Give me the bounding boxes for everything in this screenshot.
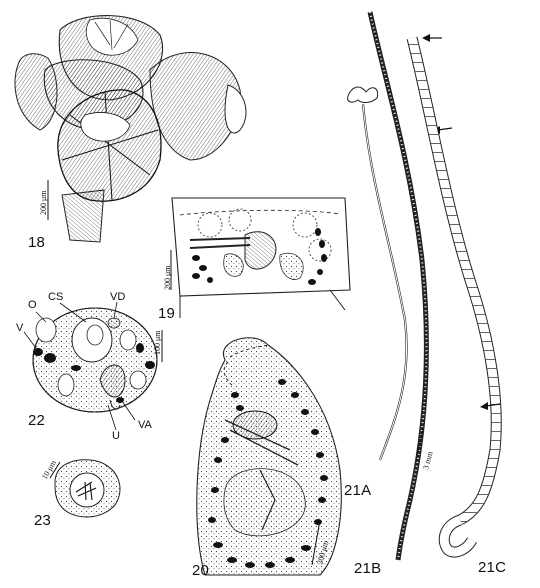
fig22-leader-lines <box>23 301 136 431</box>
fig18-scolex-drawing <box>14 15 247 243</box>
label-ovary: O <box>28 299 37 311</box>
fig23-number: 23 <box>34 512 52 529</box>
fig22-scalebar-label: 100 μm <box>153 330 162 355</box>
fig19-scalebar-label: 200 μm <box>163 265 172 290</box>
fig19-proglottid-drawing <box>171 197 351 318</box>
fig20-number: 20 <box>192 562 210 579</box>
fig22-number: 22 <box>28 412 46 429</box>
fig18-scalebar-label: 200 μm <box>39 190 48 215</box>
label-cirrus-sac: CS <box>48 291 64 303</box>
label-vas-deferens: VD <box>110 291 126 303</box>
fig22-cross-section-drawing <box>32 307 158 413</box>
fig21B-number: 21B <box>354 560 382 577</box>
fig20-gravid-proglottid-drawing <box>196 337 342 576</box>
fig21A-strobila-drawing <box>347 86 408 461</box>
fig21-scalebar-label: 3 mm <box>421 450 435 471</box>
fig21A-number: 21A <box>344 482 372 499</box>
fig19-number: 19 <box>158 305 176 322</box>
fig23-egg-drawing <box>54 459 121 518</box>
fig18-number: 18 <box>28 234 46 251</box>
label-uterus: U <box>112 430 120 442</box>
fig21C-number: 21C <box>478 559 507 576</box>
fig21B-strobila-drawing <box>367 11 453 561</box>
label-vagina: VA <box>138 419 152 431</box>
label-vitellaria: V <box>16 322 24 334</box>
fig21C-strobila-drawing <box>406 34 502 558</box>
